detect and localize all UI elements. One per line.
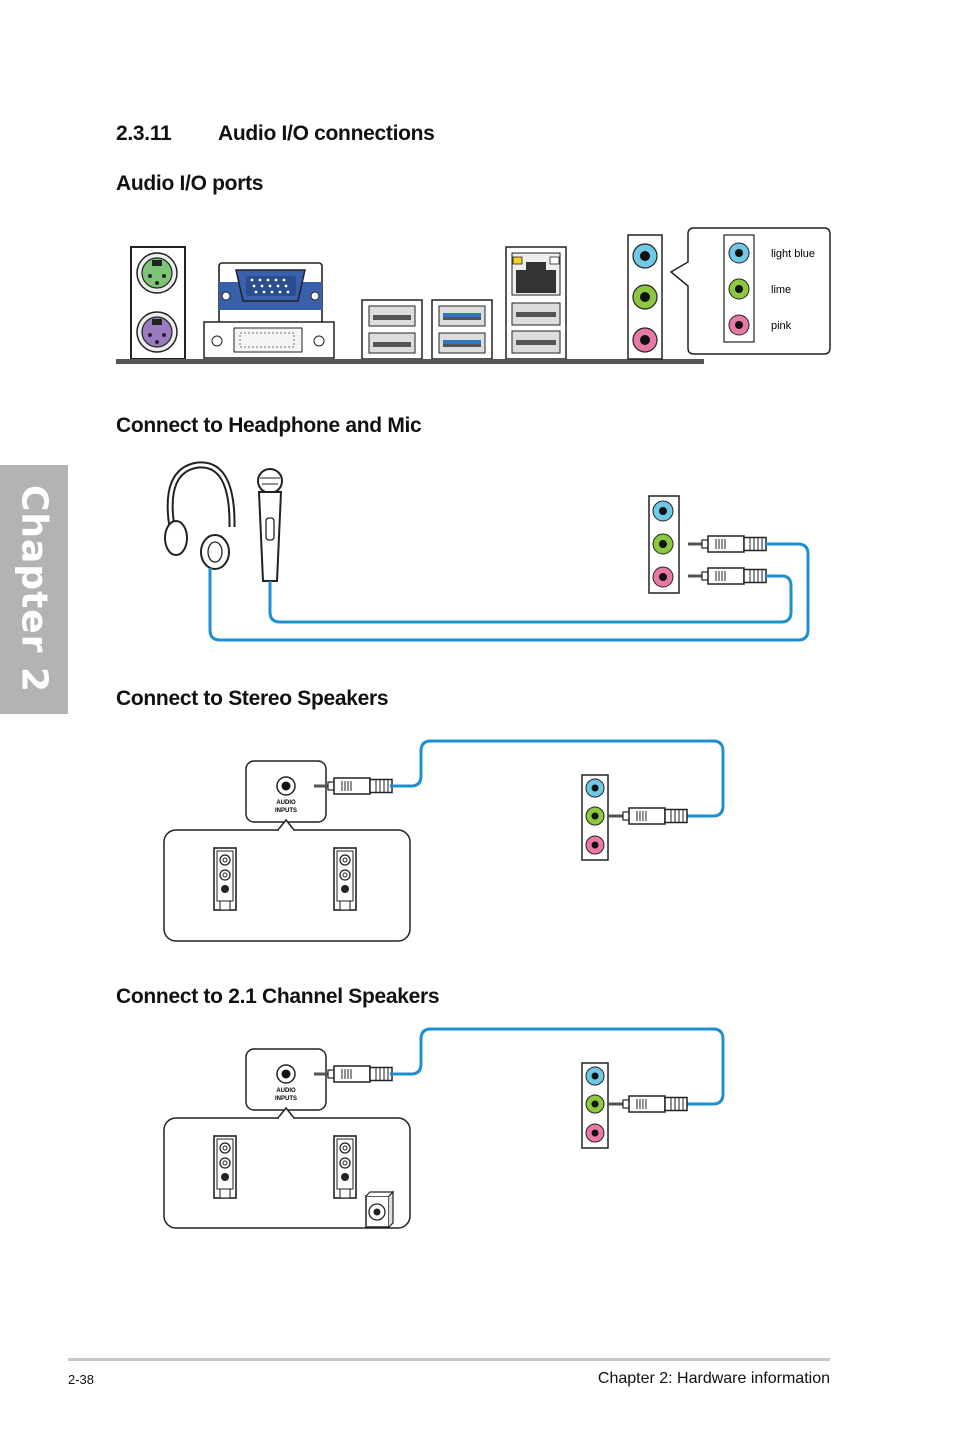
audio-inputs-label-line2-21: INPUTS bbox=[275, 1096, 297, 1102]
ps2-port-block bbox=[130, 246, 186, 360]
section-heading: 2.3.11 Audio I/O connections bbox=[116, 122, 435, 146]
audio-jack-stack bbox=[627, 234, 663, 360]
lan-usb-port-block bbox=[505, 246, 567, 360]
speaker-audio-inputs-box-21: AUDIO INPUTS bbox=[245, 1048, 327, 1111]
io-rear-panel: light blue lime pink bbox=[116, 227, 831, 364]
heading-stereo-speakers: Connect to Stereo Speakers bbox=[116, 687, 389, 710]
usb-port-block-1 bbox=[361, 299, 423, 360]
audio-jack-stack-21 bbox=[581, 1062, 609, 1149]
audio-inputs-label-line2: INPUTS bbox=[275, 808, 297, 814]
heading-audio-io-ports: Audio I/O ports bbox=[116, 172, 264, 195]
speaker-audio-inputs-box: AUDIO INPUTS bbox=[245, 760, 327, 823]
heading-headphone-mic: Connect to Headphone and Mic bbox=[116, 414, 422, 437]
vga-dvi-port-block bbox=[203, 262, 335, 359]
audio-jack-stack-stereo bbox=[581, 774, 609, 861]
audio-inputs-label-line1-21: AUDIO bbox=[276, 1088, 296, 1094]
legend-pink: pink bbox=[771, 320, 792, 332]
stereo-speakers-diagram: AUDIO INPUTS bbox=[163, 739, 725, 942]
page-number: 2-38 bbox=[68, 1372, 95, 1387]
port-color-legend: light blue lime pink bbox=[669, 227, 831, 355]
headphone-icon bbox=[164, 461, 236, 570]
section-title: Audio I/O connections bbox=[218, 122, 435, 145]
footer-rule bbox=[68, 1358, 830, 1361]
heading-21-channel-speakers: Connect to 2.1 Channel Speakers bbox=[116, 985, 440, 1008]
legend-lime: lime bbox=[771, 284, 791, 296]
headphone-mic-diagram bbox=[164, 461, 810, 642]
audio-jack-stack-headphone bbox=[648, 495, 680, 594]
channel21-speakers-diagram: AUDIO INPUTS bbox=[163, 1027, 725, 1229]
legend-light-blue: light blue bbox=[771, 248, 815, 260]
usb3-port-block bbox=[431, 299, 493, 360]
footer-chapter-title: Chapter 2: Hardware information bbox=[597, 1370, 830, 1387]
subwoofer-icon bbox=[365, 1190, 395, 1228]
section-number: 2.3.11 bbox=[116, 122, 172, 145]
audio-inputs-label-line1: AUDIO bbox=[276, 800, 296, 806]
chapter-side-tab: Chapter 2 bbox=[0, 465, 68, 714]
microphone-icon bbox=[257, 468, 283, 582]
